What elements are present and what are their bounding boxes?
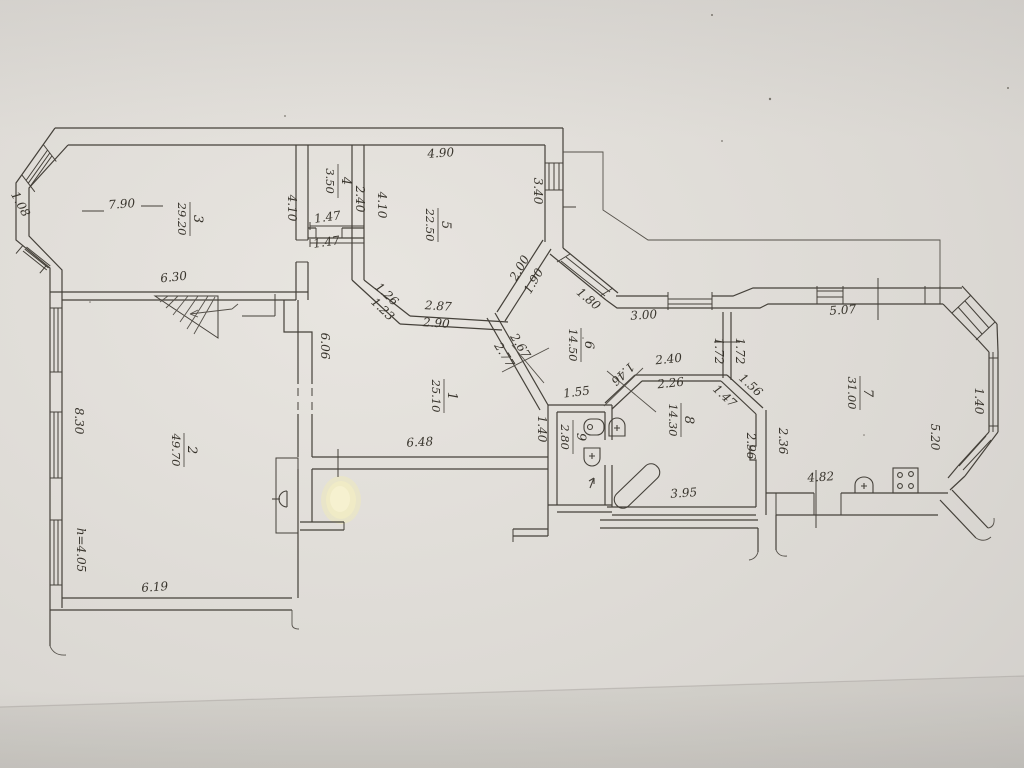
room-number: 1 [444,392,459,400]
room-number: 7 [860,389,875,398]
room-area: 2.80 [558,423,572,450]
dimension-label: 1.47 [312,233,341,251]
room-area: 31.00 [845,377,859,410]
room-label: 731.00 [845,376,875,410]
dimension-label: 3.00 [630,307,658,323]
dimension-label: h=4.05 [74,528,88,573]
room-number: 5 [438,221,453,229]
kitchen-sink-icon [854,476,874,494]
room-label: 125.10 [429,379,459,413]
sink-icon [608,417,626,437]
dimension-label: 2.36 [776,427,790,455]
dimension-label: 7.90 [108,196,136,212]
room-label: 249.70 [169,433,199,467]
stove-icon [892,467,919,494]
dimension-label: 2.40 [353,185,367,213]
dimension-label: 4.82 [806,469,835,485]
room-area: 49.70 [169,433,183,467]
room-label: 329.20 [175,202,205,236]
room-area: 3.50 [323,168,337,194]
paper-fold [0,675,1024,708]
door-arc [272,490,288,508]
dimension-label: 1.47 [313,208,342,226]
paper-specks [89,14,1009,436]
dimension-label: 6.19 [141,579,169,595]
dimension-label: 1.72 [712,338,726,365]
room-area: 22.50 [423,208,437,242]
dimension-label: 2.90 [421,315,450,331]
bathtub-icon [613,463,661,509]
dimension-label: 8.30 [72,408,86,435]
fixtures [272,417,919,509]
room-number: 9 [573,433,588,441]
toilet-icon [583,418,605,436]
room-number: 8 [681,416,696,424]
dimension-label: 4.10 [285,194,299,222]
room-labels: 125.10 249.70 329.20 43.50 522.50 614.50 731.0… [169,164,875,467]
room-area: 25.10 [429,379,443,413]
room-area: 29.20 [175,202,189,236]
dimension-label: 1.40 [535,416,549,443]
dimension-label: 2.87 [423,298,452,314]
dimension-label: 1.40 [972,388,986,415]
room-label: 92.80 [558,420,588,454]
dimension-label: 2.26 [656,375,685,392]
room-number: 6 [581,341,596,349]
room-label: 522.50 [423,208,453,242]
dimension-label: 6.30 [160,269,188,286]
room-area: 14.50 [566,329,580,362]
dimension-label: 2.96 [744,432,758,460]
dimension-label: 5.07 [829,302,857,318]
room-area: 14.30 [666,404,680,437]
room-label: 43.50 [323,164,353,198]
dimension-label: 4.10 [375,191,389,219]
dimension-label: 5.20 [928,424,942,451]
paper-stain [321,476,361,524]
dimension-label: 6.06 [318,333,332,360]
room-number: 2 [184,445,199,454]
dimension-label: 1.55 [562,383,590,400]
dimension-label: 4.90 [426,145,455,161]
dimension-label: 6.48 [406,434,434,449]
dimension-label: 1.72 [733,338,747,365]
sink-icon [583,447,601,467]
room-label: 614.50 [566,328,596,362]
walls [15,127,999,656]
room-label: 814.30 [666,403,696,437]
drain-arrow-icon [588,477,595,489]
dimension-label: 3.40 [531,178,545,205]
room-number: 4 [338,176,353,185]
room-number: 3 [190,215,205,223]
dimension-label: 3.95 [670,485,698,501]
annotation-marks [82,205,817,528]
windows [15,144,998,586]
dimension-label: 2.40 [654,351,683,368]
